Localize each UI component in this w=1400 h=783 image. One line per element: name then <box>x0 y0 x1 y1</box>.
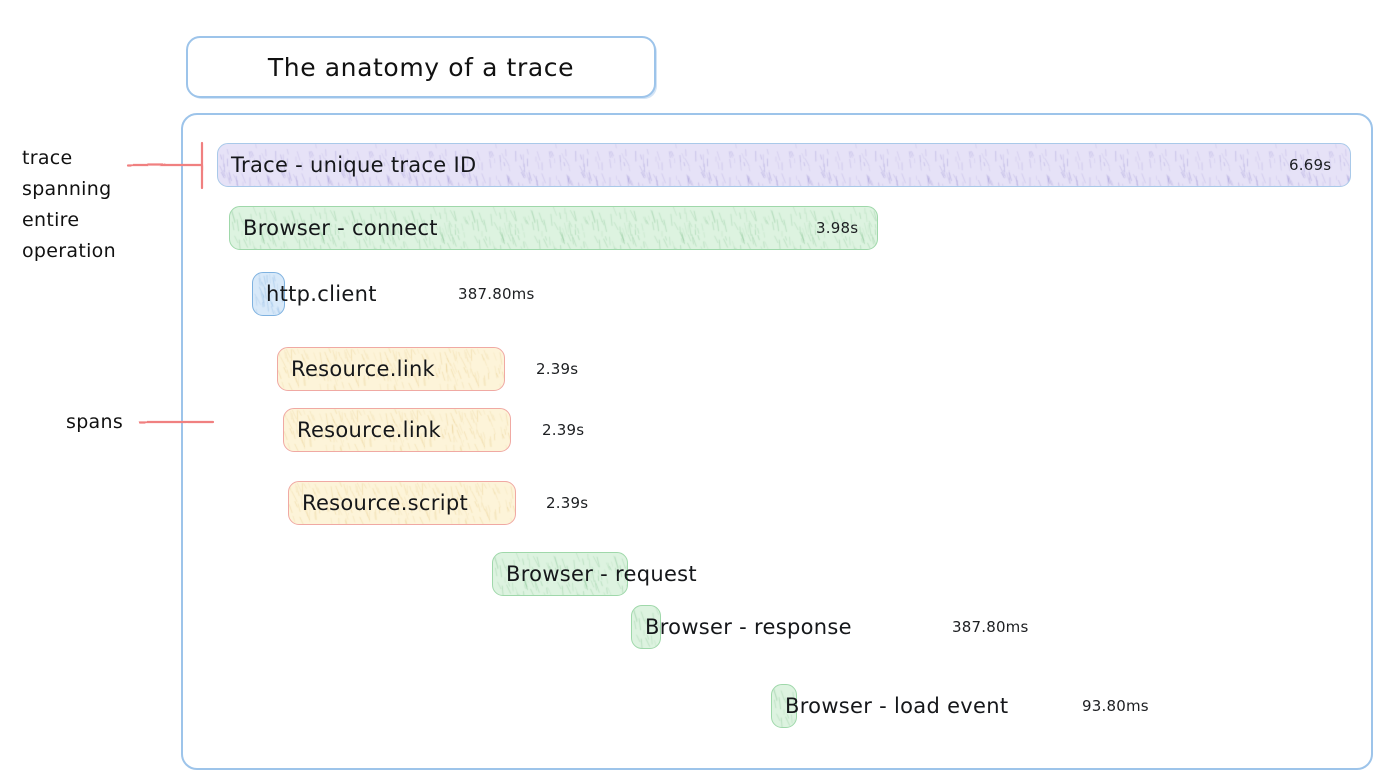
span-label: Browser - connect <box>243 216 438 240</box>
page-title: The anatomy of a trace <box>188 38 654 96</box>
span-label: http.client <box>266 282 377 306</box>
span-duration: 2.39s <box>546 494 588 512</box>
span-duration: 6.69s <box>1289 156 1331 174</box>
span-duration: 2.39s <box>542 421 584 439</box>
span-label: Browser - response <box>645 615 852 639</box>
span-label: Browser - load event <box>785 694 1008 718</box>
span-duration: 3.98s <box>816 219 858 237</box>
span-row: Browser - response 387.80ms <box>0 605 1400 649</box>
span-duration: 93.80ms <box>1082 697 1149 715</box>
span-row: Browser - request <box>0 552 1400 596</box>
span-row: Resource.link 2.39s <box>0 408 1400 452</box>
span-row: http.client 387.80ms <box>0 272 1400 316</box>
span-label: Browser - request <box>506 562 697 586</box>
span-label: Resource.link <box>291 357 435 381</box>
title-box: The anatomy of a trace <box>186 36 656 98</box>
span-row: Resource.script 2.39s <box>0 481 1400 525</box>
span-duration: 387.80ms <box>458 285 535 303</box>
span-row: Browser - connect 3.98s <box>0 206 1400 250</box>
span-duration: 387.80ms <box>952 618 1029 636</box>
span-row: Browser - load event 93.80ms <box>0 684 1400 728</box>
span-label: Resource.script <box>302 491 468 515</box>
span-label: Trace - unique trace ID <box>231 153 476 177</box>
span-duration: 2.39s <box>536 360 578 378</box>
span-label: Resource.link <box>297 418 441 442</box>
span-row: Trace - unique trace ID 6.69s <box>0 143 1400 187</box>
span-row: Resource.link 2.39s <box>0 347 1400 391</box>
